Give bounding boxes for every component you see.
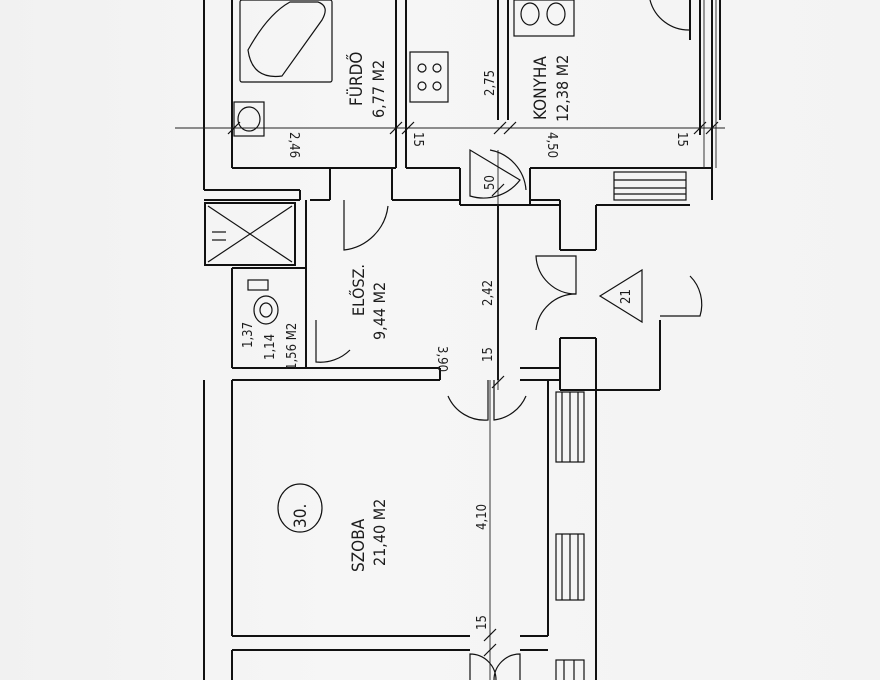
dimension-label: 4,50 xyxy=(544,132,559,158)
apartment-number-label: 30. xyxy=(291,504,311,528)
apartment-number-circle xyxy=(277,483,323,533)
window-icon xyxy=(555,391,585,463)
room-name-label: SZOBA xyxy=(349,518,369,572)
door-icon xyxy=(535,255,577,331)
interior-walls xyxy=(204,167,712,680)
window-icon xyxy=(703,0,717,168)
door-icon xyxy=(469,148,527,199)
ventilation-shaft-icon xyxy=(204,202,296,266)
bathtub-icon xyxy=(239,0,333,83)
stair-number-label: 21 xyxy=(619,289,634,304)
room-area-label: 21,40 M2 xyxy=(370,499,389,566)
dimension-label: 2,46 xyxy=(286,132,301,158)
dimension-label: 1,37 xyxy=(241,322,256,348)
dimension-label: 2,75 xyxy=(483,70,498,96)
entrance-triangle-icon xyxy=(598,268,643,324)
kitchen-name-label: KONYHA xyxy=(531,56,551,120)
dimension-label: 4,10 xyxy=(475,504,490,530)
door-icon xyxy=(469,653,521,680)
exterior-walls xyxy=(203,0,721,680)
stove-icon xyxy=(409,51,449,103)
bathroom-area-label: 6,77 M2 xyxy=(369,60,388,118)
dimension-label: 2,42 xyxy=(481,280,496,306)
dimension-label: 15 xyxy=(481,347,496,362)
sink-icon xyxy=(233,101,265,137)
dimension-label: 15 xyxy=(410,132,425,147)
dimension-label: 15 xyxy=(475,615,490,630)
hallway-name-label: ELŐSZ. xyxy=(348,264,368,316)
wc-area-label: 1,56 M2 xyxy=(285,323,300,370)
toilet-icon xyxy=(247,279,279,325)
dimension-label: 1,14 xyxy=(263,334,278,360)
door-icon xyxy=(315,320,351,363)
dimension-label: 3,90 xyxy=(434,346,449,372)
bathroom-name-label: FÜRDŐ xyxy=(345,52,367,106)
stairs-icon xyxy=(613,171,687,201)
door-icon xyxy=(447,380,527,421)
door-icon xyxy=(660,275,703,317)
kitchen-sink-icon xyxy=(513,0,575,37)
kitchen-area-label: 12,38 M2 xyxy=(553,55,572,122)
window-icon xyxy=(555,533,585,601)
dimension-label: 50 xyxy=(483,175,498,190)
door-icon xyxy=(343,200,389,251)
door-icon xyxy=(649,0,691,31)
window-icon xyxy=(555,659,585,680)
hallway-area-label: 9,44 M2 xyxy=(370,282,389,340)
dimension-label: 15 xyxy=(674,132,689,147)
